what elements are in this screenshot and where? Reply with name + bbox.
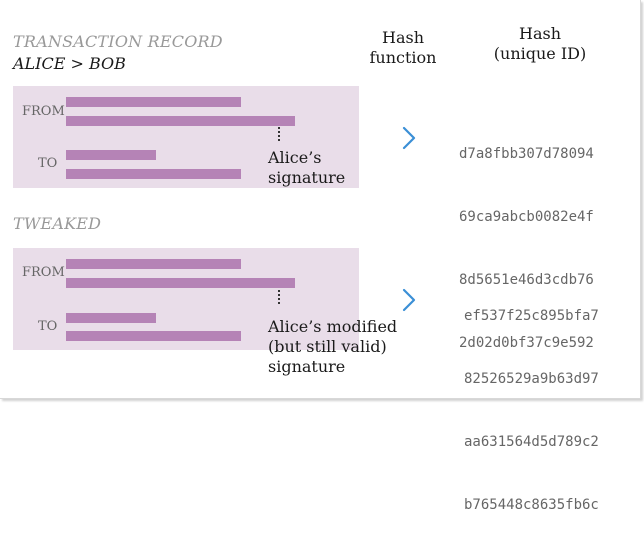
hash-line: aa631564d5d789c2: [464, 434, 599, 450]
to-bar-2: [66, 331, 241, 341]
hash-line: 82526529a9b63d97: [464, 371, 599, 387]
hash-line: b765448c8635fb6c: [464, 497, 599, 513]
from-bar-1: [66, 97, 241, 107]
from-bar-1: [66, 259, 241, 269]
to-label: TO: [38, 156, 58, 171]
signature-pointer: [278, 127, 280, 141]
to-bar-1: [66, 150, 156, 160]
from-label: FROM: [22, 104, 65, 119]
signature-pointer: [278, 290, 280, 304]
hash-line: ef537f25c895bfa7: [464, 308, 599, 324]
from-bar-2: [66, 278, 295, 288]
signature-caption: Alice’s signature: [268, 148, 345, 188]
signature-caption-line1: Alice’s: [268, 148, 322, 167]
hash-function-header-line2: function: [369, 48, 437, 67]
to-label: TO: [38, 319, 58, 334]
hash-function-header: Hash function: [368, 28, 438, 68]
hash-line: 2d02d0bf37c9e592: [459, 335, 594, 351]
modified-signature-caption: Alice’s modified (but still valid) signa…: [268, 317, 397, 377]
hash-function-header-line1: Hash: [381, 28, 424, 47]
hash-id-header-line2: (unique ID): [493, 44, 587, 63]
tweaked-hash: ef537f25c895bfa7 82526529a9b63d97 aa6315…: [464, 264, 599, 537]
signature-caption-line2: signature: [268, 168, 346, 187]
original-hash: d7a8fbb307d78094 69ca9abcb0082e4f 8d5651…: [459, 102, 594, 375]
signature-caption-line2: (but still valid): [268, 337, 387, 356]
transaction-parties: ALICE > BOB: [13, 54, 126, 73]
signature-caption-line1: Alice’s modified: [268, 317, 398, 336]
hash-id-header-line1: Hash: [518, 24, 561, 43]
signature-caption-line3: signature: [268, 357, 346, 376]
tweaked-title: TWEAKED: [13, 214, 102, 233]
hash-line: 69ca9abcb0082e4f: [459, 209, 594, 225]
hash-line: 8d5651e46d3cdb76: [459, 272, 594, 288]
chevron-right-icon: [402, 126, 416, 150]
hash-line: d7a8fbb307d78094: [459, 146, 594, 162]
to-bar-2: [66, 169, 241, 179]
hash-id-header: Hash (unique ID): [480, 24, 600, 64]
transaction-record-title: TRANSACTION RECORD: [13, 32, 223, 51]
from-bar-2: [66, 116, 295, 126]
from-label: FROM: [22, 265, 65, 280]
chevron-right-icon: [402, 288, 416, 312]
to-bar-1: [66, 313, 156, 323]
slide-frame: [0, 0, 641, 399]
